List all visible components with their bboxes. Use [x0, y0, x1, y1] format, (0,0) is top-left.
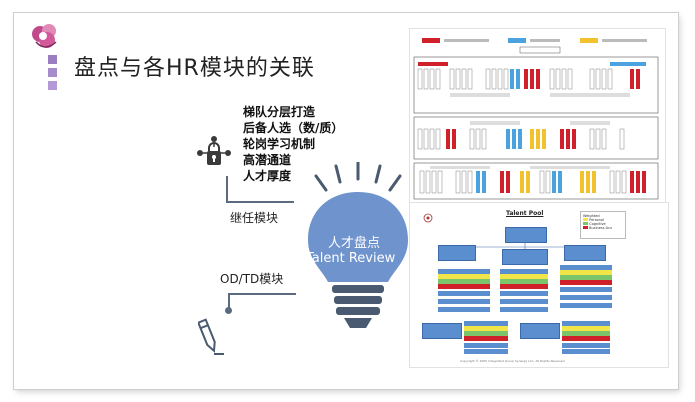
talent-row	[438, 269, 490, 274]
succession-items-list: 梯队分层打造 后备人选（数/质） 轮岗学习机制 高潜通道 人才厚度	[243, 104, 343, 184]
talent-pool-center-box	[502, 249, 548, 265]
talent-row	[500, 279, 548, 284]
talent-row	[562, 326, 610, 331]
talent-row	[560, 303, 612, 308]
odtd-connector-horizontal	[228, 293, 296, 295]
talent-row	[438, 291, 490, 296]
legend-item: Cognitive	[583, 222, 623, 226]
odtd-module-label: OD/TD模块	[220, 272, 284, 286]
talent-row	[464, 326, 508, 331]
succession-connector-horizontal	[226, 201, 294, 203]
talent-row	[464, 343, 508, 348]
talent-row	[500, 269, 548, 274]
list-item: 轮岗学习机制	[243, 137, 316, 151]
talent-pool-diagram-image: Talent Pool Weighted Personal Cognitive …	[409, 202, 669, 368]
talent-row	[464, 321, 508, 326]
company-logo-icon	[32, 24, 57, 48]
talent-row	[438, 299, 490, 304]
succession-connector-vertical	[226, 176, 228, 202]
legend-item: Personal	[583, 218, 623, 222]
bulb-label-cn: 人才盘点	[328, 236, 381, 251]
talent-row	[500, 299, 548, 304]
talent-row	[500, 274, 548, 279]
talent-row	[464, 336, 508, 341]
decorative-squares	[48, 55, 57, 94]
succession-module-label: 继任模块	[230, 211, 279, 225]
talent-pool-right-box	[564, 245, 606, 261]
page-title: 盘点与各HR模块的关联	[74, 56, 315, 81]
talent-row	[464, 331, 508, 336]
legend-item: Business Acu	[583, 226, 623, 230]
list-item: 人才厚度	[243, 169, 292, 183]
network-lock-icon	[197, 136, 231, 165]
talent-row	[560, 270, 612, 275]
talent-pool-top-box	[505, 227, 547, 243]
list-item: 梯队分层打造	[243, 105, 316, 119]
talent-pool-bottom-left-box	[422, 323, 462, 339]
talent-row	[560, 275, 612, 280]
talent-row	[562, 321, 610, 326]
talent-row	[438, 274, 490, 279]
talent-row	[562, 331, 610, 336]
list-item: 后备人选（数/质）	[243, 121, 344, 135]
talent-pool-copyright: Copyright © 2005 Integrated Group Synerg…	[460, 359, 565, 363]
odtd-connector-dot	[225, 307, 232, 314]
talent-pool-left-box	[438, 245, 476, 261]
legend-title: Weighted	[583, 214, 600, 218]
hr-module-diagram-image	[409, 28, 666, 204]
talent-pool-logo-icon	[418, 213, 438, 227]
talent-row	[464, 349, 508, 354]
talent-row	[500, 307, 548, 312]
list-item: 高潜通道	[243, 153, 292, 167]
talent-row	[560, 287, 612, 292]
talent-row	[560, 295, 612, 300]
talent-row	[562, 349, 610, 354]
odtd-connector-vertical	[228, 293, 230, 309]
talent-pool-bottom-right-box	[520, 323, 560, 339]
lightbulb-icon	[308, 162, 408, 328]
talent-row	[560, 265, 612, 270]
hr-module-diagram-graphic	[413, 38, 659, 200]
talent-pool-title: Talent Pool	[506, 210, 544, 217]
bulb-label-en: Talent Review	[306, 251, 396, 266]
talent-row	[562, 336, 610, 341]
talent-row	[500, 291, 548, 296]
talent-row	[438, 279, 490, 284]
talent-row	[560, 280, 612, 285]
pencil-icon	[198, 318, 224, 355]
talent-row	[438, 284, 490, 289]
talent-row	[562, 343, 610, 348]
talent-pool-legend: Weighted Personal Cognitive Business Acu	[580, 211, 626, 239]
talent-row	[500, 284, 548, 289]
talent-row	[438, 307, 490, 312]
